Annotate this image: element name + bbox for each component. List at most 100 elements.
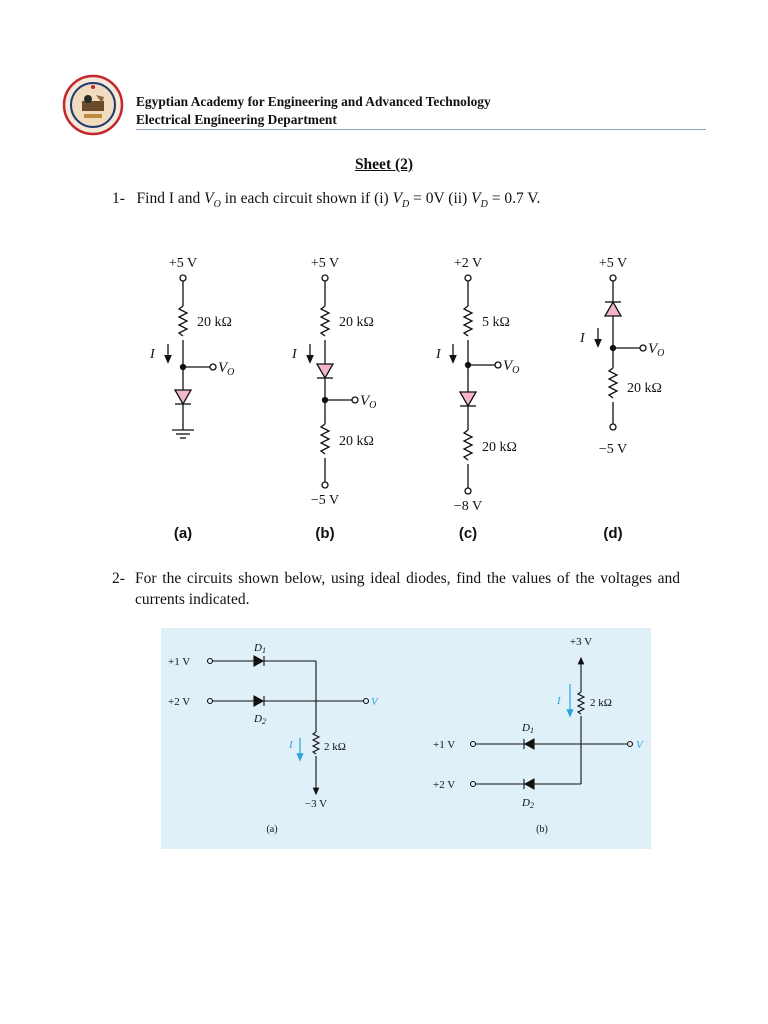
output-terminal xyxy=(362,697,370,705)
circuit-a-resistor: 20 kΩ xyxy=(197,315,232,330)
vo-subscript: O xyxy=(213,199,221,211)
circuit-2b-label: (b) xyxy=(536,824,548,835)
resistor-symbol xyxy=(177,305,189,337)
svg-text:D1: D1 xyxy=(521,722,534,735)
circuit-c-output: V xyxy=(503,358,514,374)
circuit-b-output: V xyxy=(360,393,371,409)
circuit-c-resistor-top: 5 kΩ xyxy=(482,315,510,330)
resistor-symbol xyxy=(319,305,331,337)
circuit-a-supply: +5 V xyxy=(169,256,197,271)
resistor-symbol-bottom xyxy=(462,429,474,461)
circuit-a-output: V xyxy=(218,360,229,376)
circuit-d-current: I xyxy=(579,331,586,346)
circuit-2a-d2-sub: 2 xyxy=(262,717,266,726)
output-terminal xyxy=(351,396,359,404)
circuit-b xyxy=(306,274,359,489)
circuit-2a-current: I xyxy=(288,739,294,751)
resistor-symbol xyxy=(607,367,619,399)
circuit-2a-input2: +2 V xyxy=(168,696,190,708)
circuit-d-output: V xyxy=(648,341,659,357)
diode-symbol xyxy=(603,300,623,317)
circuit-2a-label: (a) xyxy=(266,824,277,835)
question-1-text-a: Find I and xyxy=(136,190,205,207)
circuit-b-resistor-bottom: 20 kΩ xyxy=(339,434,374,449)
output-terminal xyxy=(639,344,647,352)
output-terminal xyxy=(626,740,634,748)
circuit-c-bottom-supply: −8 V xyxy=(454,499,482,514)
circuit-d-label: (d) xyxy=(603,525,622,542)
question-1-text-b: in each circuit shown if (i) xyxy=(220,190,393,207)
question-1-text-c: = 0V (ii) xyxy=(409,190,472,207)
circuit-c-supply: +2 V xyxy=(454,256,482,271)
question-2-circuits-panel: +1 V +2 V D1 D2 2 kΩ I V −3 V (a) +3 V 2… xyxy=(161,628,651,849)
circuit-2b-resistor: 2 kΩ xyxy=(590,697,612,709)
resistor-symbol xyxy=(576,691,586,715)
vd-subscript-2: D xyxy=(480,199,488,211)
department-name: Electrical Engineering Department xyxy=(136,112,337,127)
circuit-a-current: I xyxy=(149,347,156,362)
diode-d2-symbol xyxy=(253,695,265,707)
question-2: 2- For the circuits shown below, using i… xyxy=(112,568,680,610)
diode-symbol xyxy=(315,363,335,380)
circuit-c-output-sub: O xyxy=(512,365,519,376)
circuit-b-label: (b) xyxy=(315,525,334,542)
sheet-title: Sheet (2) xyxy=(354,156,414,173)
circuit-c-resistor-bottom: 20 kΩ xyxy=(482,440,517,455)
terminal-node xyxy=(464,274,472,282)
circuit-b-output-sub: O xyxy=(369,400,376,411)
circuit-c-label: (c) xyxy=(459,525,477,542)
question-2-number: 2- xyxy=(112,570,125,587)
vd-symbol-2: V xyxy=(471,190,481,207)
diode-symbol xyxy=(458,391,478,408)
header-divider xyxy=(136,129,706,130)
question-2-text: For the circuits shown below, using idea… xyxy=(135,570,680,608)
output-terminal xyxy=(494,361,502,369)
vd-symbol: V xyxy=(392,190,403,207)
circuit-d-supply: +5 V xyxy=(599,256,627,271)
diode-d1-symbol xyxy=(253,655,265,667)
circuit-c-current: I xyxy=(435,347,442,362)
circuit-2b-input2: +2 V xyxy=(433,779,455,791)
circuit-2a-resistor: 2 kΩ xyxy=(324,741,346,753)
circuit-2a-output: V xyxy=(371,696,379,708)
circuit-a: +5 V xyxy=(164,256,217,439)
circuit-c xyxy=(449,274,502,495)
circuit-b-supply: +5 V xyxy=(311,256,339,271)
circuit-2a-bottom-supply: −3 V xyxy=(305,798,327,810)
terminal-node xyxy=(179,274,187,282)
circuit-d-resistor: 20 kΩ xyxy=(627,381,662,396)
circuit-b-bottom-supply: −5 V xyxy=(311,493,339,508)
circuit-2b-d1-sub: 1 xyxy=(530,726,534,735)
svg-text:VO: VO xyxy=(648,341,664,359)
circuit-2a-d2: D xyxy=(253,713,262,725)
vd-subscript: D xyxy=(402,199,410,211)
circuit-2b-output: V xyxy=(636,739,644,751)
circuit-2b-d1: D xyxy=(521,722,530,734)
panel-background xyxy=(161,628,651,849)
terminal-node-bottom xyxy=(464,487,472,495)
svg-text:VO: VO xyxy=(218,360,234,378)
institution-header: Egyptian Academy for Engineering and Adv… xyxy=(136,93,491,129)
question-1: 1- Find I and VO in each circuit shown i… xyxy=(112,190,540,210)
svg-text:VO: VO xyxy=(360,393,376,411)
question-1-text-d: = 0.7 V. xyxy=(487,190,541,207)
circuit-2a xyxy=(206,655,370,796)
svg-text:D2: D2 xyxy=(253,713,266,726)
resistor-symbol-bottom xyxy=(319,423,331,455)
terminal-node xyxy=(321,274,329,282)
circuit-2a-d1-sub: 1 xyxy=(262,646,266,655)
circuit-a-label: (a) xyxy=(174,525,192,542)
vo-symbol: V xyxy=(204,190,214,207)
circuit-d-bottom-supply: −5 V xyxy=(599,442,627,457)
circuit-a-output-sub: O xyxy=(227,367,234,378)
circuit-2a-input1: +1 V xyxy=(168,656,190,668)
resistor-symbol xyxy=(311,731,321,755)
circuit-2b-input1: +1 V xyxy=(433,739,455,751)
output-terminal xyxy=(209,363,217,371)
circuit-d xyxy=(594,274,647,431)
circuit-b-resistor-top: 20 kΩ xyxy=(339,315,374,330)
terminal-node-bottom xyxy=(321,481,329,489)
circuit-2b xyxy=(469,656,634,790)
svg-text:D1: D1 xyxy=(253,642,266,655)
circuit-b-current: I xyxy=(291,347,298,362)
